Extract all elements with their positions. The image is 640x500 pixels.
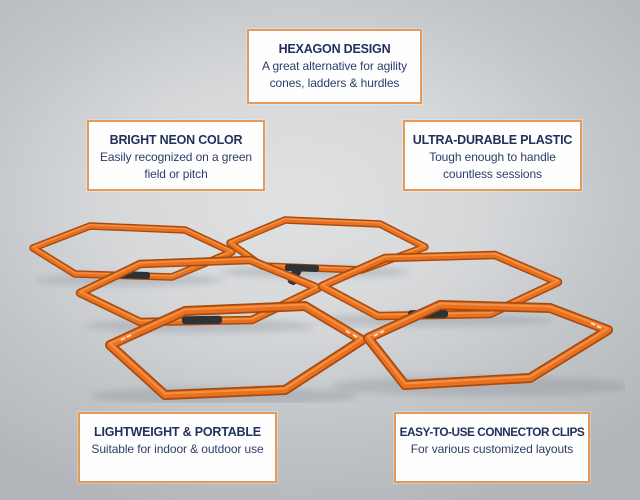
callout-text-line: A great alternative for agility	[262, 59, 407, 73]
callout-text-line: For various customized layouts	[410, 442, 574, 456]
callout-bright-neon-color: BRIGHT NEON COLOR Easily recognized on a…	[87, 120, 265, 191]
hexagon-ring-back-left	[29, 222, 236, 281]
callout-ultra-durable-plastic: ULTRA-DURABLE PLASTIC Tough enough to ha…	[403, 120, 582, 191]
clip-slot	[120, 322, 602, 341]
callout-lightweight-portable: LIGHTWEIGHT & PORTABLE Suitable for indo…	[78, 412, 277, 483]
callout-title: LIGHTWEIGHT & PORTABLE	[94, 425, 261, 439]
callout-text-line: Tough enough to handle	[429, 150, 556, 164]
callout-connector-clips: EASY-TO-USE CONNECTOR CLIPS For various …	[394, 412, 590, 483]
callout-hexagon-design: HEXAGON DESIGN A great alternative for a…	[247, 29, 422, 104]
callout-text-line: Suitable for indoor & outdoor use	[91, 442, 264, 456]
callout-text-line: cones, ladders & hurdles	[269, 75, 400, 90]
callout-title: HEXAGON DESIGN	[278, 42, 391, 56]
product-photo-hexagon-rings	[29, 216, 625, 403]
callout-text-line: countless sessions	[443, 166, 542, 181]
hexagon-ring-front-right	[363, 300, 613, 390]
hexagon-ring-middle-right	[317, 250, 563, 321]
callout-title: EASY-TO-USE CONNECTOR CLIPS	[399, 425, 585, 439]
callout-title: BRIGHT NEON COLOR	[109, 133, 243, 147]
callout-text-line: Easily recognized on a green	[100, 150, 252, 164]
hexagon-ring-front-left	[105, 301, 367, 400]
callout-title: ULTRA-DURABLE PLASTIC	[412, 133, 573, 147]
callout-text-line: field or pitch	[144, 166, 208, 181]
